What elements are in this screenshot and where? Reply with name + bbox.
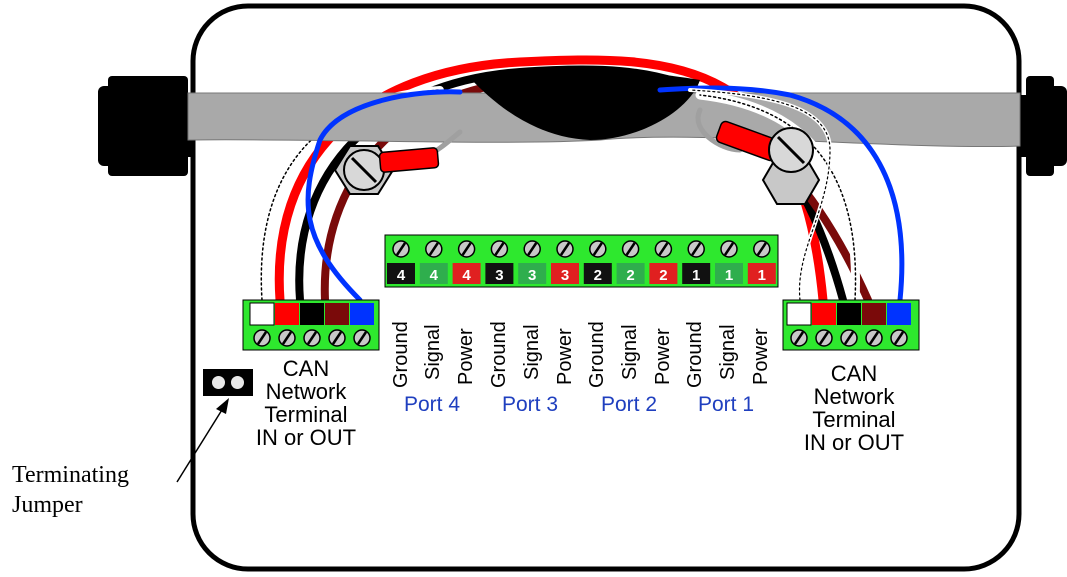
- terminal-number-box: [616, 263, 645, 284]
- terminating-jumper-annotation: Terminating Jumper: [12, 460, 129, 520]
- screw-terminal-icon: [278, 329, 296, 347]
- screw-terminal-icon: [687, 240, 705, 258]
- port-label: Port 3: [502, 393, 559, 416]
- terminal-number: 4: [430, 267, 439, 284]
- function-label: Power: [652, 328, 674, 385]
- terminal-number-box: [485, 263, 514, 284]
- left-can-label: CAN Network Terminal IN or OUT: [241, 357, 371, 449]
- terminal-number: 3: [561, 267, 569, 284]
- screw-terminal-icon: [720, 240, 738, 258]
- annotation-line-2: Jumper: [12, 492, 83, 518]
- terminal-number: 4: [397, 267, 406, 284]
- left-crimp-connector: [378, 147, 440, 173]
- screw-terminal-icon: [392, 240, 410, 258]
- terminal-number-box: [518, 263, 547, 284]
- terminal-number: 2: [594, 267, 602, 284]
- function-label: Ground: [488, 321, 510, 388]
- terminal-number: 1: [758, 267, 766, 284]
- can-line-4: IN or OUT: [255, 425, 357, 450]
- gray-cable: [187, 68, 1021, 148]
- screw-terminal-icon: [457, 240, 476, 258]
- screw-terminal-icon: [654, 240, 673, 258]
- terminal-number-box: [452, 263, 481, 284]
- right-cable-gland: [1018, 76, 1067, 176]
- can-line-4: IN or OUT: [803, 430, 905, 455]
- function-label: Signal: [422, 324, 444, 380]
- screw-terminal-icon: [621, 240, 640, 258]
- jumper-pin: [231, 376, 244, 389]
- can-line-1: CAN: [282, 356, 330, 381]
- screw-terminal-icon: [589, 240, 607, 258]
- screw-terminal-icon: [303, 329, 321, 347]
- can-line-2: Network: [813, 384, 895, 409]
- terminal-number: 2: [626, 267, 634, 284]
- screw-terminal-icon: [490, 240, 509, 258]
- function-label: Ground: [684, 321, 706, 388]
- screw-terminal-icon: [840, 329, 858, 347]
- terminal-number: 3: [528, 267, 536, 284]
- terminating-jumper: [203, 369, 253, 396]
- terminal-number: 2: [659, 267, 667, 284]
- screw-terminal-icon: [328, 329, 346, 347]
- screw-terminal-icon: [753, 240, 771, 258]
- function-label: Power: [455, 328, 477, 385]
- port-label: Port 4: [404, 393, 461, 416]
- terminal-number-box: [583, 263, 612, 284]
- left-cable-gland: [98, 76, 194, 176]
- screw-terminal-icon: [790, 329, 808, 347]
- can-line-2: Network: [265, 379, 347, 404]
- right-cable-nut: [761, 127, 821, 205]
- can-line-3: Terminal: [812, 407, 896, 432]
- terminal-number: 3: [495, 267, 503, 284]
- terminal-number: 1: [692, 267, 700, 284]
- port-label: Port 1: [698, 393, 755, 416]
- arrow-icon: [176, 398, 229, 483]
- screw-terminal-icon: [556, 240, 574, 258]
- center-terminal-strip: 4 4 4 3 3 3 2 2 2 1 1 1: [384, 234, 779, 288]
- terminal-number-box: [419, 263, 448, 284]
- function-label: Ground: [390, 321, 412, 388]
- function-label: Signal: [717, 324, 739, 380]
- left-can-terminal-block: [242, 299, 380, 351]
- terminal-number-box: [715, 263, 743, 284]
- terminal-number: 1: [725, 267, 733, 284]
- terminal-number-box: [387, 263, 415, 284]
- annotation-line-1: Terminating: [12, 462, 129, 488]
- function-label: Ground: [586, 321, 608, 388]
- function-label: Power: [554, 328, 576, 385]
- terminal-number-box: [747, 263, 776, 284]
- screw-terminal-icon: [815, 329, 833, 347]
- terminal-number-box: [551, 263, 579, 284]
- can-line-3: Terminal: [264, 402, 348, 427]
- port-label: Port 2: [601, 393, 658, 416]
- screw-terminal-icon: [353, 329, 371, 347]
- jumper-pin: [212, 376, 225, 389]
- right-can-label: CAN Network Terminal IN or OUT: [789, 362, 919, 454]
- screw-terminal-icon: [890, 329, 908, 347]
- can-line-1: CAN: [830, 361, 878, 386]
- right-can-terminal-block: [782, 299, 920, 351]
- screw-terminal-icon: [865, 329, 883, 347]
- function-label: Power: [750, 328, 772, 385]
- terminal-number: 4: [462, 267, 471, 284]
- function-label: Signal: [521, 324, 543, 380]
- function-label: Signal: [619, 324, 641, 380]
- terminal-number-box: [649, 263, 678, 284]
- terminal-number-box: [682, 263, 711, 284]
- screw-terminal-icon: [425, 240, 443, 258]
- screw-terminal-icon: [523, 240, 541, 258]
- screw-terminal-icon: [253, 329, 271, 347]
